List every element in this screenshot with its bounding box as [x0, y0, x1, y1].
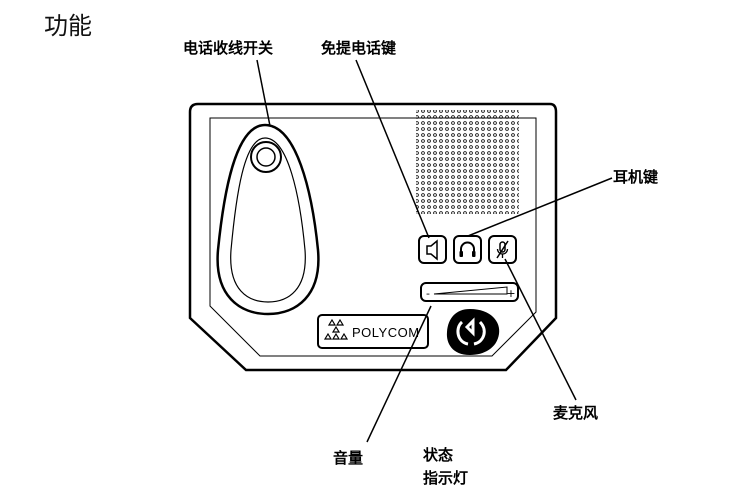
status-indicator-label-line1: 状态: [423, 446, 454, 464]
headset-key[interactable]: [453, 235, 482, 264]
speaker-icon: [426, 239, 438, 261]
volume-control[interactable]: - +: [420, 282, 519, 302]
device-inner-panel: [209, 117, 537, 357]
polycom-logo-icon: [323, 318, 349, 340]
callout-leader-lines: [256, 59, 613, 443]
brand-plate: POLYCOM: [317, 314, 429, 349]
volume-minus-label: -: [426, 287, 430, 300]
status-indicator-icon: [446, 309, 500, 355]
mute-key[interactable]: [488, 235, 517, 264]
hook-switch[interactable]: [216, 123, 320, 316]
speaker-grille: [416, 110, 519, 214]
status-indicator-label-line2: 指示灯: [423, 469, 469, 487]
speakerphone-key[interactable]: [418, 235, 447, 264]
hook-switch-label: 电话收线开关: [183, 39, 274, 57]
mic-mute-icon: [496, 240, 509, 259]
speakerphone-key-label: 免提电话键: [321, 39, 397, 57]
volume-label: 音量: [333, 449, 364, 467]
mute-key-label: 麦克风: [553, 404, 599, 422]
page-title: 功能: [44, 12, 92, 40]
headset-icon: [459, 241, 476, 257]
brand-name: POLYCOM: [352, 325, 420, 340]
headset-key-label: 耳机键: [613, 168, 659, 186]
volume-plus-label: +: [506, 287, 515, 300]
